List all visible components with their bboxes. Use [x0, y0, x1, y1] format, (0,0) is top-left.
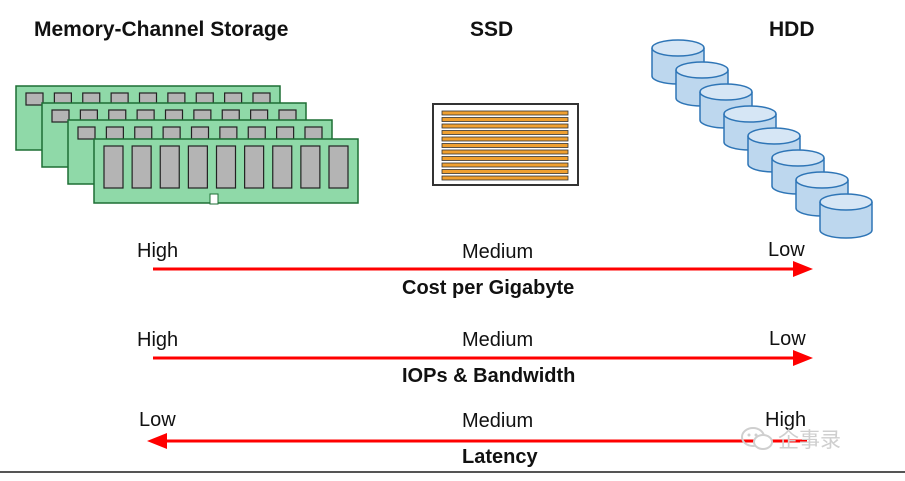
cost-right-label: Low	[768, 239, 805, 261]
memory-chip	[244, 145, 265, 189]
ssd-stripe	[441, 162, 569, 168]
wechat-icon	[741, 427, 773, 450]
arrow-head	[147, 433, 167, 449]
ssd-stripe	[441, 149, 569, 155]
ssd-stripe	[441, 156, 569, 161]
memory-chip	[134, 126, 153, 140]
memory-chip	[187, 145, 208, 189]
ssd-icon	[432, 103, 579, 186]
dimm-notch	[209, 193, 219, 205]
latency-arrow	[147, 433, 807, 449]
watermark: 企事录	[740, 424, 841, 454]
latency-left-label: Low	[139, 409, 176, 431]
memory-chip	[276, 126, 295, 140]
watermark-text: 企事录	[778, 429, 841, 452]
ssd-stripe	[441, 175, 569, 181]
ssd-stripe	[441, 130, 569, 135]
ssd-heading: SSD	[470, 18, 514, 41]
cost-metric-label: Cost per Gigabyte	[402, 277, 575, 299]
memory-chip	[328, 145, 349, 189]
memory-chip	[162, 126, 181, 140]
ssd-stripe	[441, 123, 569, 129]
ssd-stripe	[441, 169, 569, 174]
memory-chip	[190, 126, 210, 140]
latency-middle-label: Medium	[462, 410, 534, 432]
hdd-stack-icon	[651, 39, 873, 239]
memory-chip	[103, 145, 124, 189]
arrow-head	[793, 350, 813, 366]
memory-chip	[77, 126, 96, 140]
iops-left-label: High	[137, 329, 179, 351]
memory-chip	[215, 145, 237, 189]
memory-chip	[272, 145, 293, 189]
latency-metric-label: Latency	[462, 446, 538, 468]
hdd-cylinder	[819, 193, 873, 239]
hdd-heading: HDD	[769, 18, 815, 41]
cost-middle-label: Medium	[462, 241, 534, 263]
cost-arrow	[153, 261, 813, 277]
ssd-stripe	[441, 136, 569, 142]
memory-channel-storage-heading: Memory-Channel Storage	[34, 18, 289, 41]
iops-right-label: Low	[769, 328, 806, 350]
iops-arrow	[153, 350, 813, 366]
iops-metric-label: IOPs & Bandwidth	[402, 365, 576, 387]
memory-chip	[131, 145, 152, 189]
ssd-stripe	[441, 143, 569, 148]
memory-dimm-icon	[15, 85, 359, 205]
bottom-divider	[0, 471, 905, 473]
memory-chip	[300, 145, 321, 189]
memory-chip	[159, 145, 180, 189]
arrow-head	[793, 261, 813, 277]
memory-chip	[25, 92, 44, 106]
latency-right-label: High	[765, 409, 807, 431]
memory-chip	[105, 126, 124, 140]
ssd-stripe	[441, 117, 569, 122]
memory-chip	[247, 126, 266, 140]
memory-chip	[51, 109, 70, 123]
iops-middle-label: Medium	[462, 329, 534, 351]
ssd-stripe	[441, 110, 569, 116]
memory-chip	[304, 126, 323, 140]
memory-chip	[219, 126, 238, 140]
cost-left-label: High	[137, 240, 179, 262]
